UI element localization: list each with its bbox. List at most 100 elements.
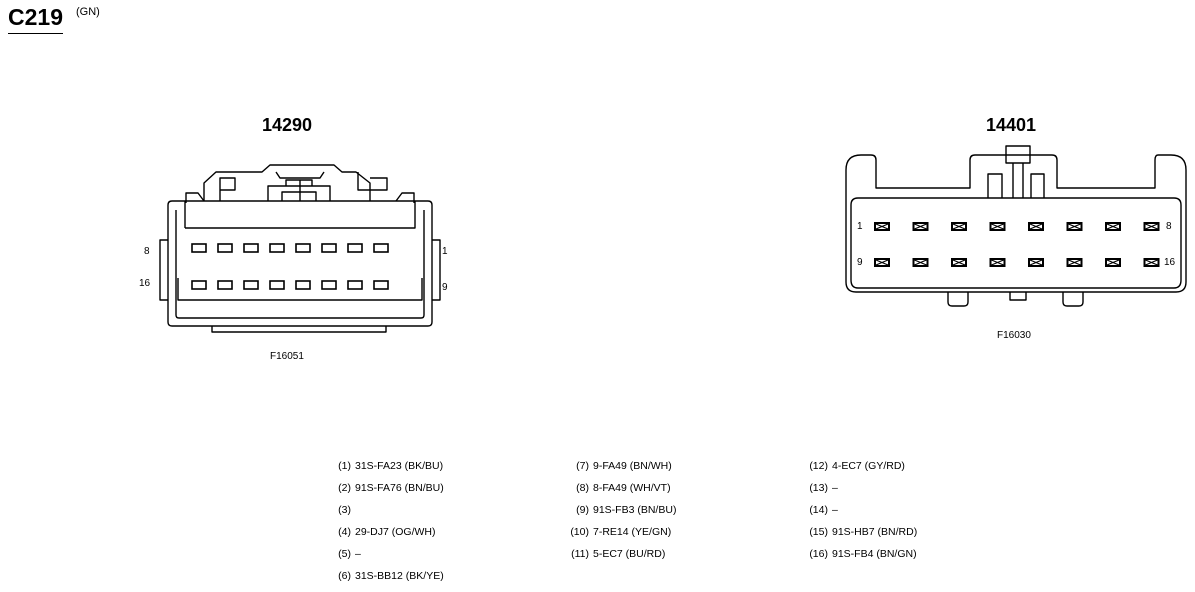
pin-circuit: 7-RE14 (YE/GN) bbox=[593, 526, 672, 538]
pin-circuit: 91S-FB3 (BN/BU) bbox=[593, 504, 677, 516]
right-cavity bbox=[1066, 258, 1083, 267]
pin-circuit: 9-FA49 (BN/WH) bbox=[593, 460, 672, 472]
pin-circuit: – bbox=[355, 548, 361, 560]
pin-row: (1) 31S-FA23 (BK/BU) bbox=[338, 455, 444, 477]
left-figure-id: F16051 bbox=[270, 351, 304, 362]
connector-color-code: (GN) bbox=[76, 6, 100, 18]
pin-circuit: 31S-FA23 (BK/BU) bbox=[355, 460, 444, 472]
pin-number: (8) bbox=[576, 482, 589, 494]
right-cavity bbox=[1143, 222, 1160, 231]
right-cavity bbox=[1105, 222, 1121, 231]
right-cavity bbox=[874, 258, 890, 267]
left-cavity bbox=[191, 243, 207, 253]
left-cavity bbox=[373, 243, 389, 253]
pin-row: (7) 9-FA49 (BN/WH) bbox=[576, 455, 676, 477]
right-pin-label-top-right: 8 bbox=[1166, 221, 1172, 232]
left-connector-part-number: 14290 bbox=[262, 115, 313, 135]
right-pin-label-top-left: 1 bbox=[857, 221, 863, 232]
pin-row: (5)– bbox=[338, 543, 444, 565]
pin-circuit: 91S-FB4 (BN/GN) bbox=[832, 548, 917, 560]
left-cavity bbox=[191, 280, 207, 290]
left-cavity bbox=[295, 280, 311, 290]
right-cavity bbox=[989, 258, 1006, 267]
left-cavity bbox=[243, 243, 259, 253]
pin-circuit: 29-DJ7 (OG/WH) bbox=[355, 526, 436, 538]
pin-number: (14) bbox=[809, 504, 828, 516]
pin-row: (13)– bbox=[809, 477, 917, 499]
connector-title: C219 bbox=[8, 2, 63, 34]
left-cavity bbox=[295, 243, 311, 253]
left-pin-label-top-right: 1 bbox=[442, 246, 448, 257]
pin-number: (7) bbox=[576, 460, 589, 472]
right-cavity bbox=[1105, 258, 1121, 267]
pin-row: (2) 91S-FA76 (BN/BU) bbox=[338, 477, 444, 499]
pin-circuit: 91S-HB7 (BN/RD) bbox=[832, 526, 918, 538]
pin-number: (2) bbox=[338, 482, 351, 494]
pin-number: (11) bbox=[571, 548, 589, 560]
right-cavity bbox=[951, 258, 967, 267]
pin-row: (3) bbox=[338, 499, 444, 521]
left-cavity bbox=[321, 243, 337, 253]
left-connector-face bbox=[159, 164, 441, 333]
left-pin-label-bottom-left: 16 bbox=[139, 278, 151, 289]
pin-number: (10) bbox=[570, 526, 589, 538]
left-cavity bbox=[347, 280, 363, 290]
right-cavity bbox=[912, 222, 929, 231]
right-cavity bbox=[1028, 222, 1044, 231]
pin-number: (9) bbox=[576, 504, 589, 516]
pin-number: (6) bbox=[338, 570, 351, 582]
pin-row: (10) 7-RE14 (YE/GN) bbox=[570, 521, 676, 543]
right-connector-face bbox=[845, 145, 1187, 307]
pin-row: (9) 91S-FB3 (BN/BU) bbox=[576, 499, 677, 521]
left-pin-label-top-left: 8 bbox=[144, 246, 150, 257]
pin-circuit: 5-EC7 (BU/RD) bbox=[593, 548, 666, 560]
left-cavity bbox=[243, 280, 259, 290]
right-cavity bbox=[1028, 258, 1044, 267]
right-cavity bbox=[951, 222, 967, 231]
pin-number: (5) bbox=[338, 548, 351, 560]
pin-circuit: 31S-BB12 (BK/YE) bbox=[355, 570, 444, 582]
pin-row: (8) 8-FA49 (WH/VT) bbox=[576, 477, 676, 499]
pin-row: (4) 29-DJ7 (OG/WH) bbox=[338, 521, 444, 543]
pin-number: (15) bbox=[809, 526, 828, 538]
right-cavity bbox=[874, 222, 890, 231]
pin-circuit: 91S-FA76 (BN/BU) bbox=[355, 482, 444, 494]
pin-row: (12) 4-EC7 (GY/RD) bbox=[809, 455, 917, 477]
right-cavity bbox=[912, 258, 929, 267]
left-pin-label-bottom-right: 9 bbox=[442, 282, 448, 293]
pin-number: (4) bbox=[338, 526, 351, 538]
pin-circuit: – bbox=[832, 504, 838, 516]
pin-circuit: 8-FA49 (WH/VT) bbox=[593, 482, 671, 494]
pin-row: (15) 91S-HB7 (BN/RD) bbox=[809, 521, 918, 543]
left-cavity bbox=[373, 280, 389, 290]
right-cavity bbox=[1066, 222, 1083, 231]
pin-row: (14)– bbox=[809, 499, 917, 521]
left-cavity bbox=[217, 243, 233, 253]
left-cavity bbox=[269, 280, 285, 290]
left-connector-cavities bbox=[191, 243, 389, 290]
left-cavity bbox=[321, 280, 337, 290]
right-pin-label-bottom-right: 16 bbox=[1164, 257, 1176, 268]
pin-row: (11) 5-EC7 (BU/RD) bbox=[571, 543, 676, 565]
pin-list-column-2: (7) 9-FA49 (BN/WH) (8) 8-FA49 (WH/VT) (9) 91S… bbox=[570, 455, 677, 565]
pin-list-column-3: (12)4-EC7 (GY/RD)(13)–(14)–(15)91S-HB7 (… bbox=[809, 455, 918, 565]
right-connector-part-number: 14401 bbox=[986, 115, 1037, 135]
pin-number: (12) bbox=[809, 460, 828, 472]
pin-number: (1) bbox=[338, 460, 351, 472]
right-pin-label-bottom-left: 9 bbox=[857, 257, 863, 268]
right-cavity bbox=[1143, 258, 1160, 267]
pin-row: (16) 91S-FB4 (BN/GN) bbox=[809, 543, 917, 565]
left-cavity bbox=[217, 280, 233, 290]
pin-number: (3) bbox=[338, 504, 351, 516]
pin-row: (6) 31S-BB12 (BK/YE) bbox=[338, 565, 444, 587]
pin-number: (13) bbox=[809, 482, 828, 494]
right-cavity bbox=[989, 222, 1006, 231]
pin-list-column-1: (1) 31S-FA23 (BK/BU) (2) 91S-FA76 (BN/BU) (3… bbox=[338, 455, 444, 587]
pin-circuit: 4-EC7 (GY/RD) bbox=[832, 460, 905, 472]
right-connector-cavities bbox=[874, 222, 1160, 267]
pin-circuit: – bbox=[832, 482, 838, 494]
left-cavity bbox=[347, 243, 363, 253]
pin-number: (16) bbox=[809, 548, 828, 560]
right-figure-id: F16030 bbox=[997, 330, 1031, 341]
